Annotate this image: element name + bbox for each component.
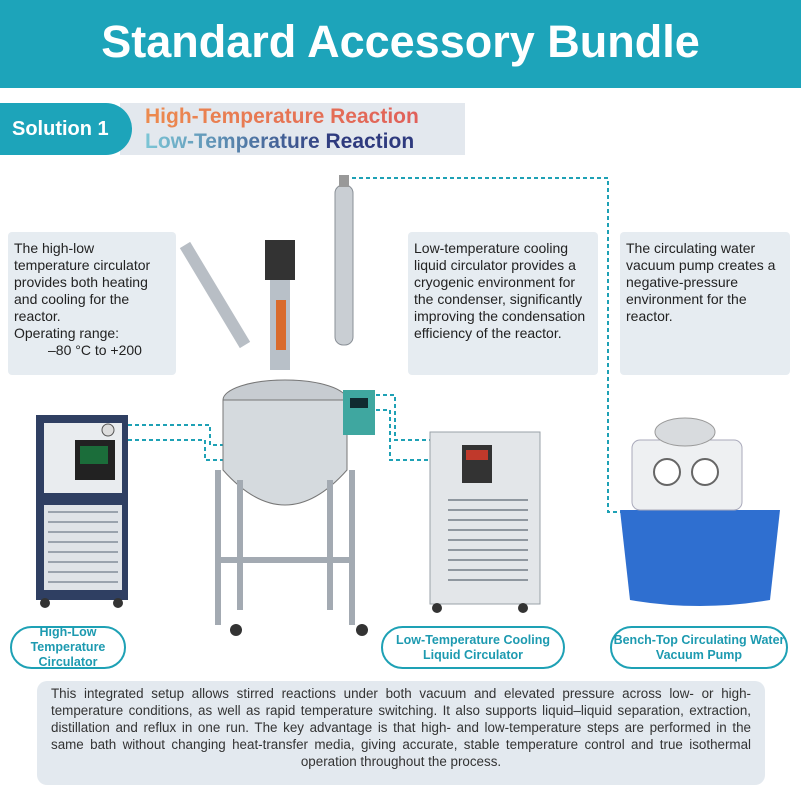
summary-text: This integrated setup allows stirred rea…: [37, 681, 765, 785]
high-low-circulator-label: High-Low Temperature Circulator: [10, 625, 126, 669]
page-title: Standard Accessory Bundle: [0, 0, 801, 88]
cooling-circulator-image: [429, 431, 541, 613]
high-temperature-heading: High-Temperature Reaction: [145, 105, 419, 128]
vacuum-pump-image: [620, 417, 780, 606]
cooling-circulator-label: Low-Temperature Cooling Liquid Circulato…: [381, 626, 565, 669]
vacuum-pump-description: The circulating water vacuum pump create…: [620, 232, 790, 375]
vacuum-pump-label: Bench-Top Circulating Water Vacuum Pump: [610, 626, 788, 669]
low-temperature-heading: Low-Temperature Reaction: [145, 130, 415, 153]
cooling-circulator-description: Low-temperature cooling liquid circulato…: [408, 232, 598, 375]
solution-badge: Solution 1: [0, 103, 132, 155]
reactor-image: [179, 175, 375, 636]
high-low-circulator-description: The high-low temperature circulator prov…: [8, 232, 176, 375]
description-text: The high-low temperature circulator prov…: [14, 240, 151, 324]
range-value: –80 °C to +200: [48, 342, 142, 358]
range-label: Operating range:: [14, 325, 120, 341]
solution-band: [120, 103, 465, 155]
high-low-circulator-image: [36, 415, 128, 608]
